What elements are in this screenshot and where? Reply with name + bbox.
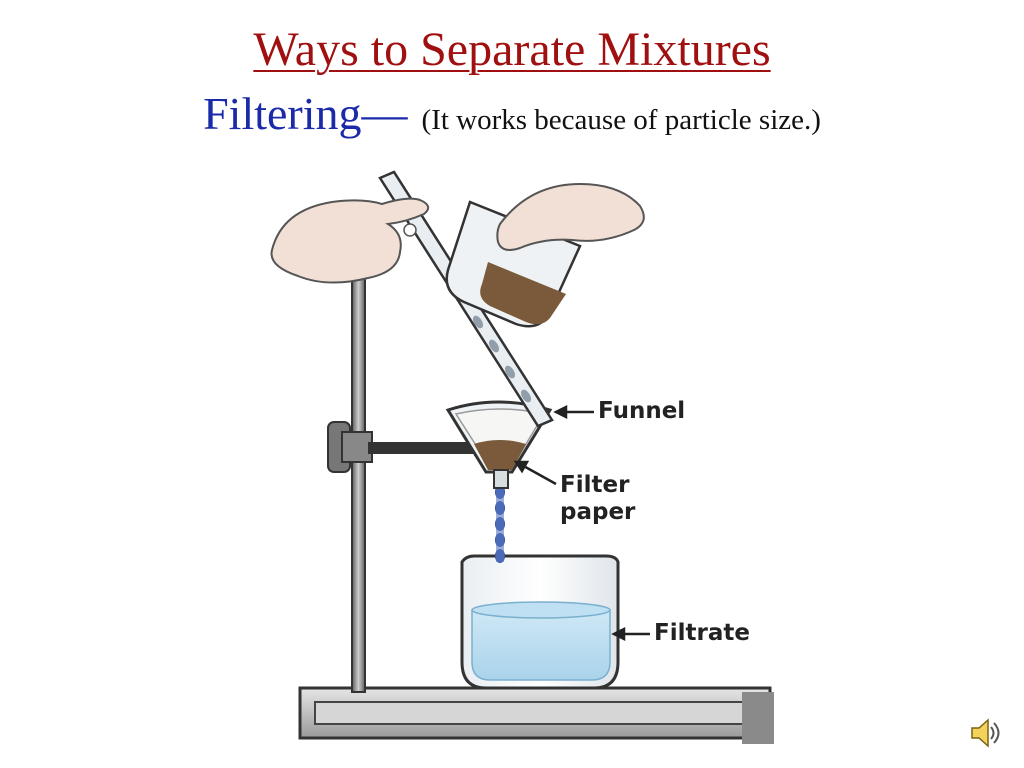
filtration-diagram [270,170,774,744]
label-arrows [513,404,650,642]
slide-title: Ways to Separate Mixtures [253,23,771,76]
filtrate-liquid [471,609,611,681]
stand-base [298,686,774,744]
subtitle-main: Filtering— [203,88,408,139]
beaker [460,554,620,690]
filter-paper-label-line2: paper [560,499,636,525]
funnel [445,400,553,489]
stand-rod [351,244,366,693]
subtitle-note: (It works because of particle size.) [421,104,821,136]
right-hand [496,182,645,251]
funnel-label: Funnel [598,398,686,424]
left-hand [270,197,430,284]
filtrate-label: Filtrate [654,620,750,646]
slide-subtitle: Filtering— (It works because of particle… [0,86,1024,142]
drip-stream [495,485,505,563]
filter-residue [474,440,526,470]
speaker-icon[interactable] [968,716,1002,750]
filter-paper-label-line1: Filter [560,472,630,498]
filter-paper-label: Filter paper [560,472,635,526]
